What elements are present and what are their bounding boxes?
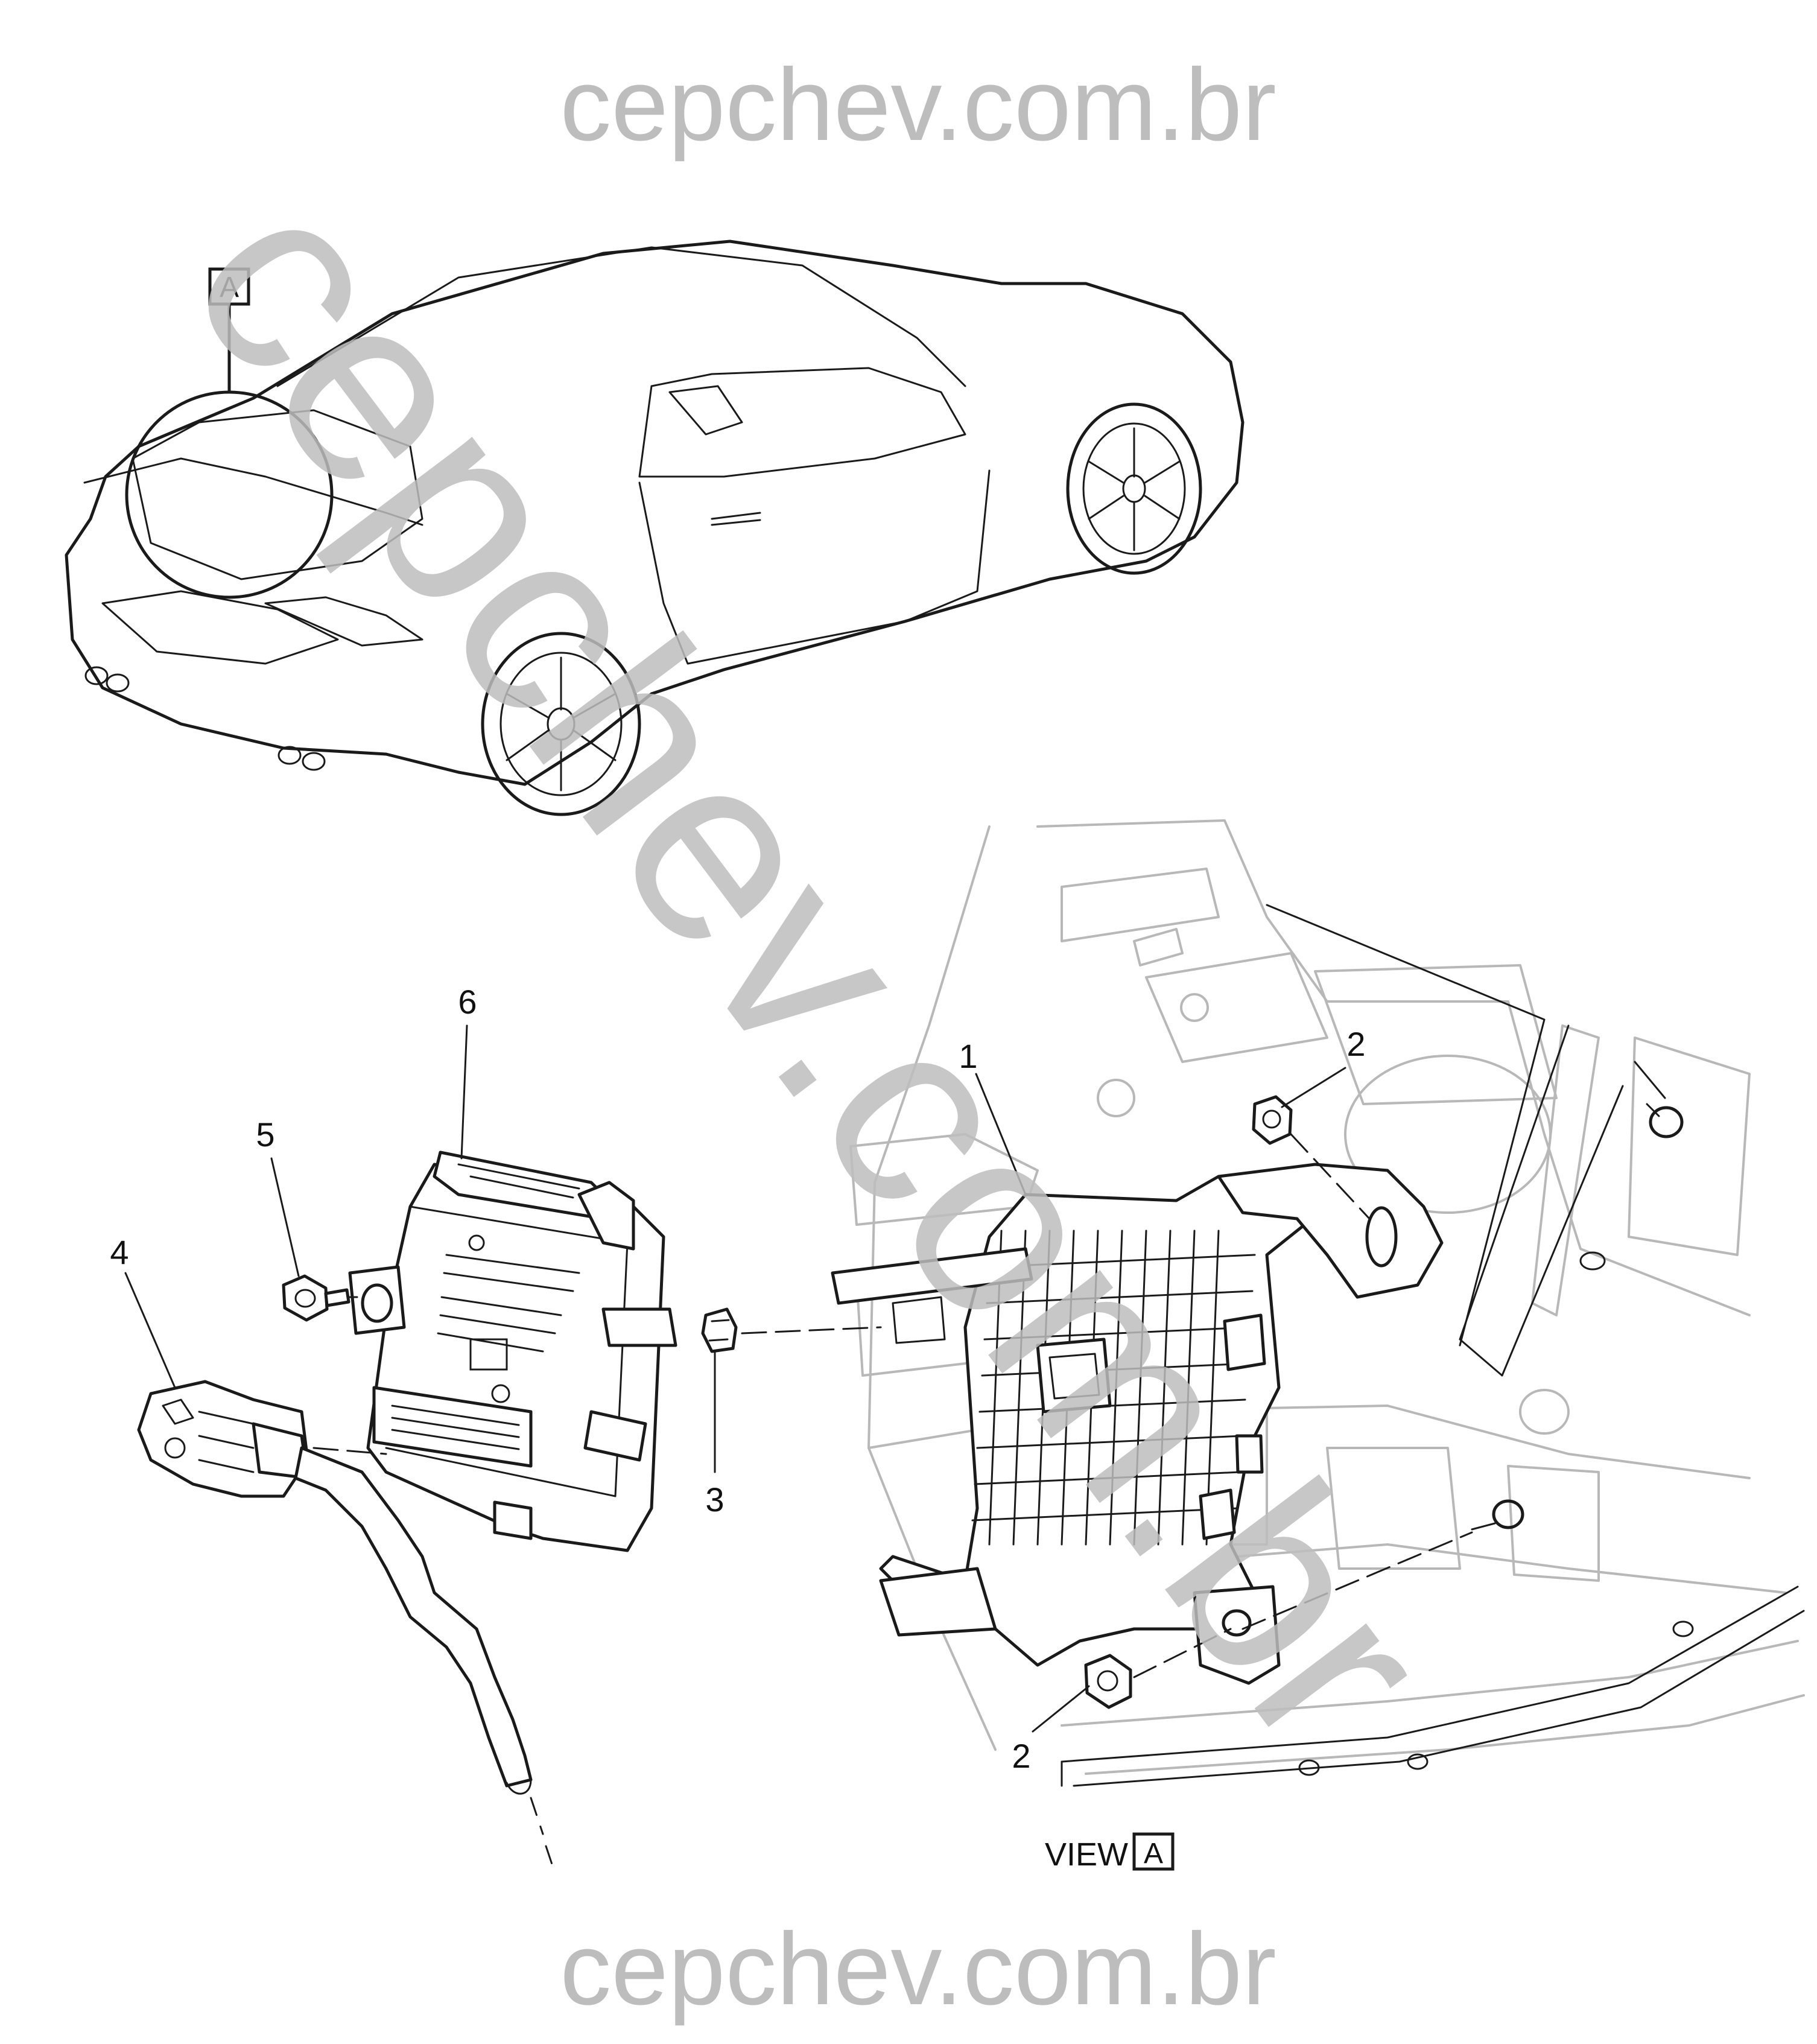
watermark-diagonal: cepchev.com.br [135,139,1488,1799]
wiring-harness [294,1446,553,1865]
detail-marker-a-text: A [220,271,239,303]
view-caption-word: VIEW [1045,1836,1128,1873]
view-caption-marker: A [1144,1838,1163,1870]
vehicle-overview: A [65,240,1245,816]
callout-2-upper: 2 [1346,1025,1365,1063]
callout-3: 3 [705,1481,724,1519]
bracket-left-tab [831,1247,1033,1305]
watermark-top: cepchev.com.br [560,48,1276,162]
nut-lower [1084,1654,1132,1709]
harness-connector [137,1380,387,1498]
nut-upper [1252,1095,1293,1145]
stud-upper-right [1646,1103,1684,1138]
module-bracket [831,1163,1444,1685]
callout-1: 1 [959,1037,977,1075]
callout-5: 5 [256,1116,274,1154]
view-caption: VIEW A [1045,1832,1175,1873]
control-module [348,1151,677,1552]
callout-6: 6 [458,983,477,1021]
callout-4: 4 [110,1233,128,1271]
retainer-clip [701,1307,882,1353]
callout-2-lower: 2 [1012,1737,1030,1775]
front-wheel [1066,402,1202,575]
module-label-area [437,1234,580,1403]
callout-numbers: 1 2 2 3 4 5 6 [110,983,1365,1775]
vehicle-structure-background [849,819,1805,1787]
watermark-bottom: cepchev.com.br [560,1912,1276,2027]
rear-wheel [481,632,641,816]
stud-lower-right [1471,1499,1524,1531]
watermark: cepchev.com.br cepchev.com.br cepchev.co… [135,48,1488,2027]
callout-leaders [124,1024,1346,1733]
mounting-bolt [282,1274,363,1322]
module-left-ear [348,1265,406,1335]
detail-marker-a: A [208,267,250,306]
